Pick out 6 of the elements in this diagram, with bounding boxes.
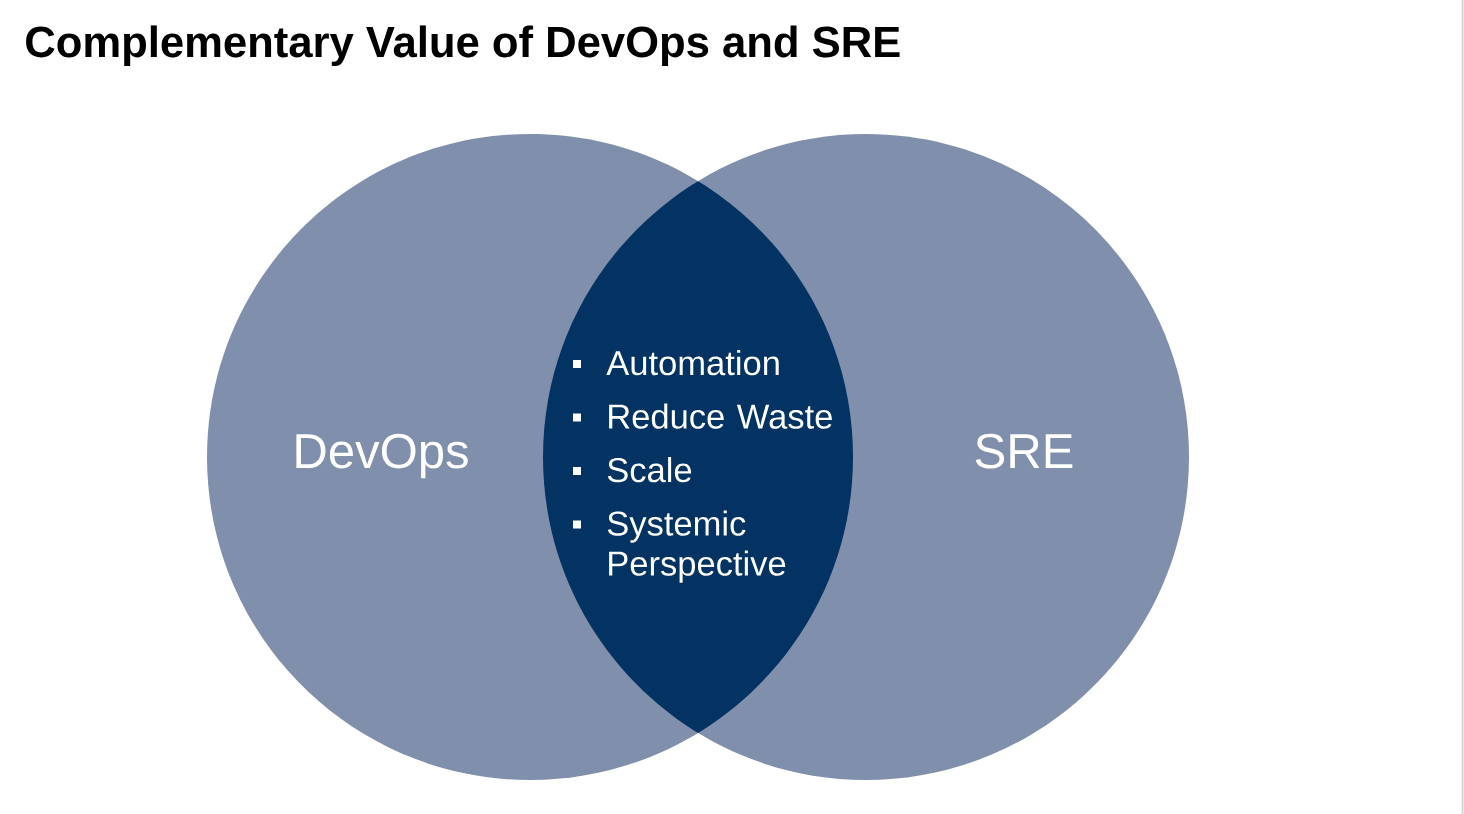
list-item: Automation: [606, 350, 779, 376]
list-item: Systemic Perspective: [607, 510, 786, 583]
list-item: Scale: [607, 457, 692, 483]
node-label: SRE: [975, 433, 1073, 469]
title: Complementary Value of DevOps and SRE: [26, 25, 900, 67]
list-item: Reduce Waste: [609, 403, 832, 429]
